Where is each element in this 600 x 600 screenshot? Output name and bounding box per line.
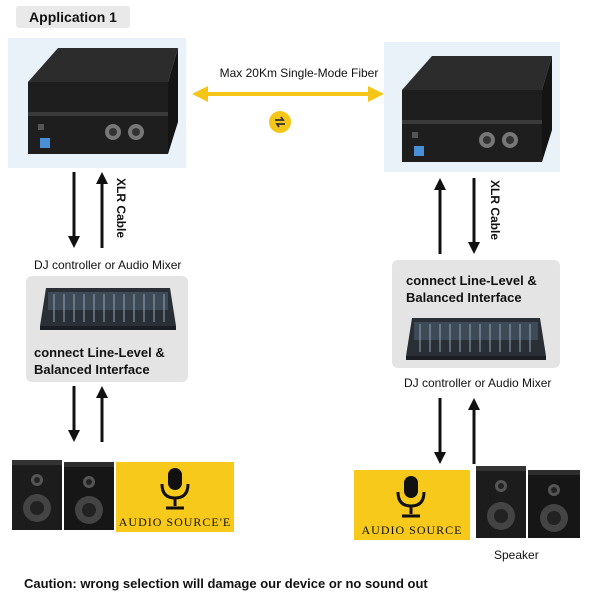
left-speakers [12,460,114,530]
fiber-double-arrow [192,86,384,102]
fiber-label: Max 20Km Single-Mode Fiber [219,66,379,80]
sync-icon [269,111,291,133]
left-fiber-converter [28,48,178,154]
right-xlr-arrows [434,178,480,254]
left-microphone-icon [160,468,190,510]
left-interface-line-2: Balanced Interface [34,362,150,377]
left-lower-arrows [68,386,108,442]
right-xlr-label: XLR Cable [488,180,502,241]
application-title: Application 1 [16,6,130,28]
right-mixer-label: DJ controller or Audio Mixer [404,376,552,390]
right-speakers [476,466,580,538]
left-audio-source-label: AUDIO SOURCE'E [118,515,232,529]
left-interface-line-1: connect Line-Level & [34,345,165,360]
right-fiber-converter [402,56,552,162]
right-interface-line-1: connect Line-Level & [406,273,537,288]
left-xlr-label: XLR Cable [114,178,128,239]
left-xlr-arrows [68,172,108,248]
speaker-label: Speaker [494,548,539,562]
caution-text: Caution: wrong selection will damage our… [24,576,428,591]
right-interface-line-2: Balanced Interface [406,290,522,305]
right-mixer-image [406,318,546,360]
right-microphone-icon [396,476,426,518]
right-audio-source-label: AUDIO SOURCE [361,523,463,537]
right-lower-arrows [434,398,480,464]
left-mixer-label: DJ controller or Audio Mixer [34,258,182,272]
left-mixer-image [40,288,176,330]
